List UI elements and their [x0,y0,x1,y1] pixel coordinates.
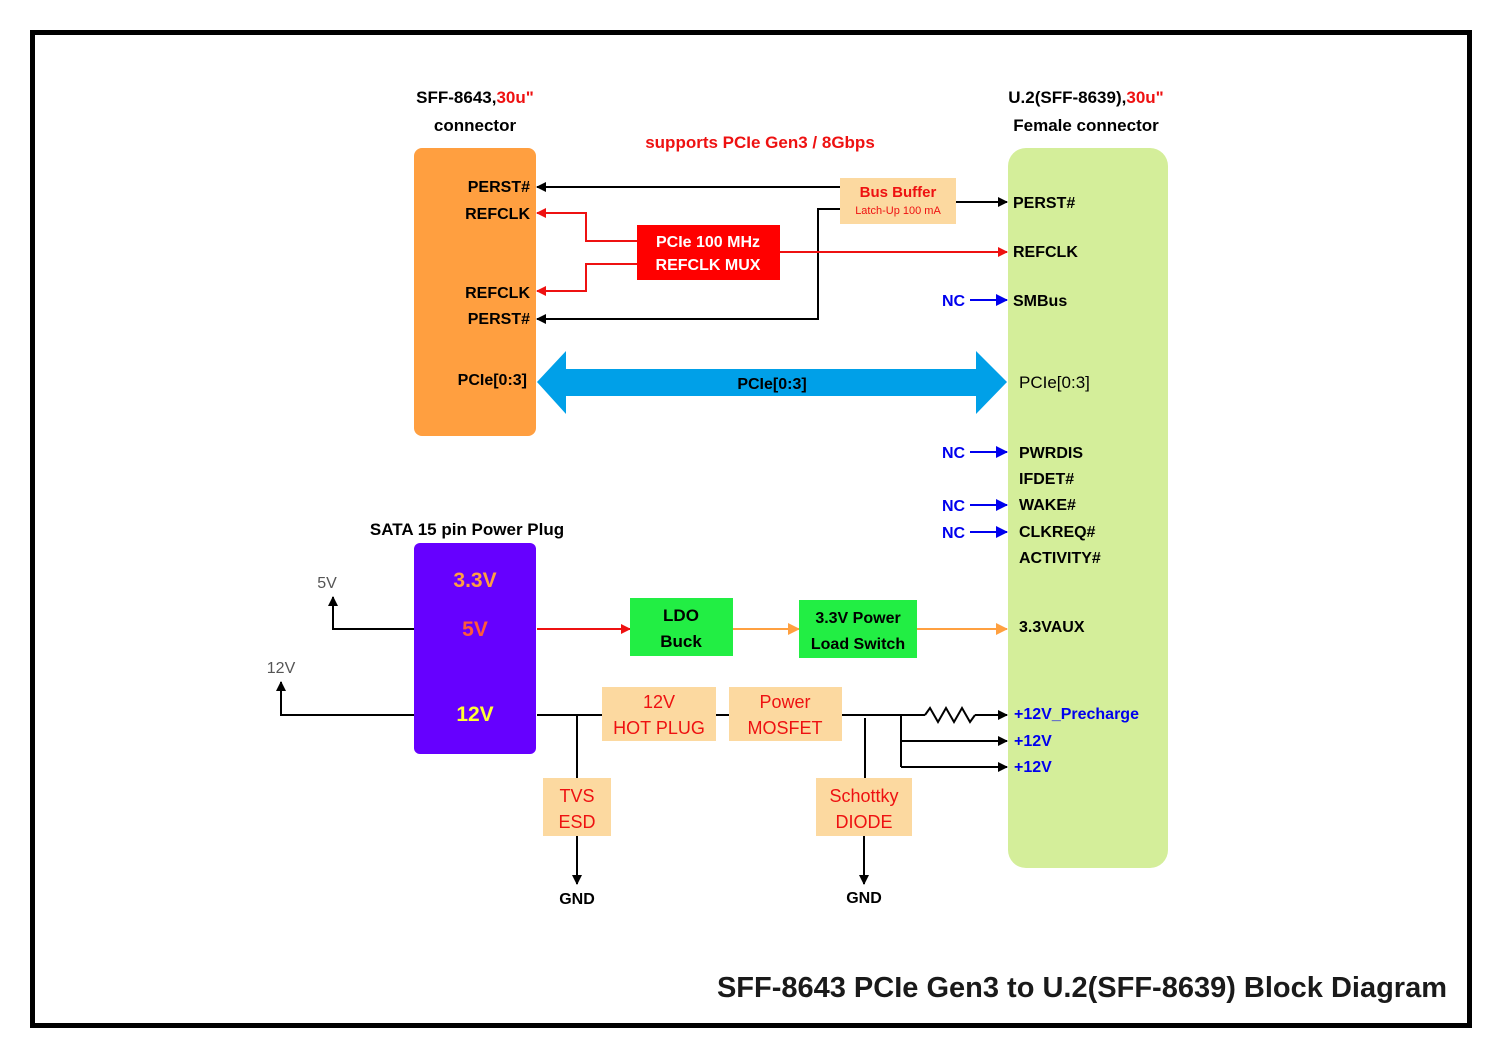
nc-label-wake: NC [942,498,966,515]
u2-pin-clkreq: CLKREQ# [1019,524,1096,541]
u2-pin-smbus: SMBus [1013,293,1067,310]
ext-12v-wire [276,681,414,716]
u2-pin-pcie: PCIe[0:3] [1019,373,1090,392]
sff-title-line2: connector [434,116,517,135]
ext-5v-label: 5V [317,575,337,592]
ext-5v-wire [328,596,414,630]
load-switch-block [799,600,917,658]
tvs-esd-block [543,778,611,836]
u2-pin-pwrdis: PWRDIS [1019,445,1083,462]
hot-plug-label-line1: 12V [643,692,675,712]
mosfet-label-line1: Power [759,692,810,712]
sata-rail-5v: 5V [462,618,488,641]
diagram-frame [30,30,1472,1028]
diagram-footer-title: SFF-8643 PCIe Gen3 to U.2(SFF-8639) Bloc… [717,972,1447,1004]
u2-pin-refclk: REFCLK [1013,244,1078,261]
hot-plug-block [602,687,716,741]
ldo-label-line1: LDO [663,606,699,625]
ext-12v-label: 12V [267,660,296,677]
sff-pin-perst-bottom: PERST# [468,311,530,328]
schottky-label-line1: Schottky [829,786,898,806]
load-switch-label-line1: 3.3V Power [815,610,900,627]
load-switch-label-line2: Load Switch [811,636,905,653]
pcie-gen3-banner: supports PCIe Gen3 / 8Gbps [645,133,875,152]
u2-title-line1: U.2(SFF-8639),30u" [1008,88,1163,107]
sata-rail-12v: 12V [456,703,493,726]
bus-buffer-label: Bus Buffer [860,184,937,201]
sff-pin-pcie: PCIe[0:3] [458,372,527,389]
sff-pin-refclk-bottom: REFCLK [465,285,530,302]
sata-rail-3v3: 3.3V [453,569,496,592]
nc-label-clkreq: NC [942,525,966,542]
tvs-label-line1: TVS [559,786,594,806]
sff-pin-perst-top: PERST# [468,179,530,196]
gnd-label-schottky: GND [846,890,882,907]
sata-title: SATA 15 pin Power Plug [370,520,564,539]
u2-connector-block [1008,148,1168,868]
refclk-mux-label-line2: REFCLK MUX [656,257,761,274]
power-mosfet-block [729,687,842,741]
ldo-buck-block [630,598,733,656]
u2-pin-activity: ACTIVITY# [1019,550,1101,567]
bus-buffer-sublabel: Latch-Up 100 mA [855,205,941,217]
sff-title-line1: SFF-8643,30u" [416,88,534,107]
nc-label-smbus: NC [942,293,966,310]
pcie-lane-bus-arrow [537,351,1007,414]
pcie-bus-label: PCIe[0:3] [737,376,806,393]
tvs-label-line2: ESD [558,812,595,832]
refclk-mux-label-line1: PCIe 100 MHz [656,234,760,251]
mosfet-label-line2: MOSFET [748,718,823,738]
u2-pin-12v-precharge: +12V_Precharge [1014,706,1139,723]
u2-pin-12v-b: +12V [1014,759,1052,776]
sff-pin-refclk-top: REFCLK [465,206,530,223]
hot-plug-label-line2: HOT PLUG [613,718,705,738]
schottky-diode-block [816,778,912,836]
ldo-label-line2: Buck [660,632,702,651]
u2-pin-12v-a: +12V [1014,733,1052,750]
u2-pin-3v3aux: 3.3VAUX [1019,619,1085,636]
u2-pin-ifdet: IFDET# [1019,471,1074,488]
bus-buffer-block [840,178,956,224]
perst-bottom-wire [536,208,840,324]
refclk-mux-block [637,225,780,280]
schottky-label-line2: DIODE [835,812,892,832]
u2-pin-perst: PERST# [1013,195,1075,212]
u2-pin-wake: WAKE# [1019,497,1076,514]
sff-8643-connector-block [414,148,536,436]
refclk-bottom-wire [536,263,637,296]
sata-power-plug-block [414,543,536,754]
precharge-resistor-symbol [924,705,976,725]
gnd-label-tvs: GND [559,891,595,908]
nc-label-pwrdis: NC [942,445,966,462]
refclk-top-wire [536,208,637,242]
u2-title-line2: Female connector [1013,116,1159,135]
